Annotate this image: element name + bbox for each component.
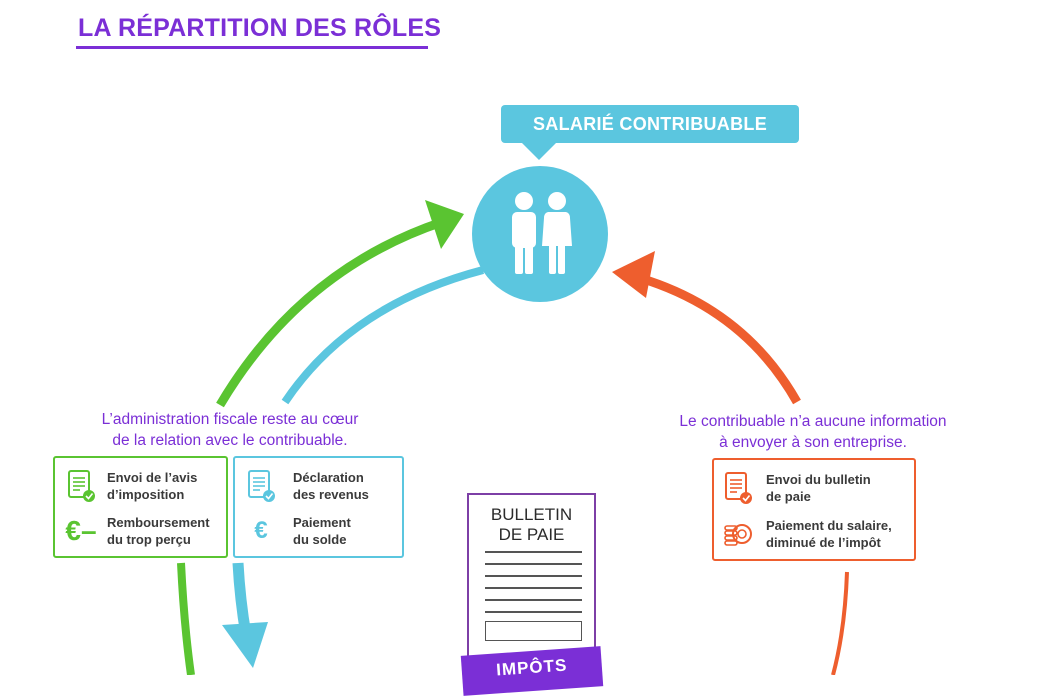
paiement-solde-item: € Paiement du solde [243,513,351,549]
paiement-salaire-item: Paiement du salaire, diminué de l’impôt [720,516,892,552]
remboursement-item: €– Remboursement du trop perçu [63,513,210,549]
page-title: LA RÉPARTITION DES RÔLES [78,14,442,42]
remboursement-line2: du trop perçu [107,532,191,547]
coins-icon [720,516,756,552]
salarie-circle [472,166,608,302]
title-underline [76,46,428,49]
impots-stamp: IMPÔTS [460,646,604,696]
bulletin-line [485,563,582,565]
entreprise-box: Envoi du bulletin de paie Paiement du sa… [712,458,916,561]
avis-imposition-line2: d’imposition [107,487,185,502]
entreprise-note: Le contribuable n’a aucune information à… [648,411,978,453]
document-check-icon [720,470,756,506]
paiement-solde-line2: du solde [293,532,347,547]
euro-minus-icon: €– [65,515,97,546]
salarie-tag-pointer [521,142,557,160]
document-check-icon [63,468,99,504]
bulletin-line [485,551,582,553]
bulletin-de-paie: BULLETIN DE PAIE [467,493,596,675]
bulletin-total-box [485,621,582,641]
orange-vertical [831,571,849,675]
paiement-salaire-line1: Paiement du salaire, [766,518,892,533]
administration-note-line2: de la relation avec le contribuable. [112,432,348,449]
green-arrowhead [425,200,464,249]
administration-note: L’administration fiscale reste au cœur d… [70,409,390,451]
bulletin-line [485,611,582,613]
orange-arc [638,273,801,405]
euro-icon: € [254,517,268,544]
envoi-bulletin-line2: de paie [766,489,811,504]
flow-arrows [177,200,849,675]
entreprise-note-line1: Le contribuable n’a aucune information [679,413,947,430]
green-arc [216,217,444,408]
avis-imposition-item: Envoi de l’avis d’imposition [63,468,197,504]
paiement-solde-line1: Paiement [293,515,351,530]
bulletin-line [485,587,582,589]
administration-note-line1: L’administration fiscale reste au cœur [101,411,359,428]
entreprise-note-line2: à envoyer à son entreprise. [719,434,907,451]
green-vertical [177,562,195,675]
declaration-line1: Déclaration [293,470,364,485]
orange-arrowhead [612,251,655,298]
avis-imposition-line1: Envoi de l’avis [107,470,198,485]
people-icon [512,192,572,274]
envoi-bulletin-item: Envoi du bulletin de paie [720,470,871,506]
bulletin-line [485,599,582,601]
salarie-tag: SALARIÉ CONTRIBUABLE [501,105,799,143]
remboursement-line1: Remboursement [107,515,210,530]
teal-arrowhead [222,622,268,668]
envoi-bulletin-line1: Envoi du bulletin [766,472,871,487]
paiement-salaire-line2: diminué de l’impôt [766,535,881,550]
declaration-item: Déclaration des revenus [243,468,369,504]
administration-box: Envoi de l’avis d’imposition €– Rembours… [53,456,228,558]
contribuable-box: Déclaration des revenus € Paiement du so… [233,456,404,558]
declaration-line2: des revenus [293,487,369,502]
bulletin-title: BULLETIN DE PAIE [490,505,573,544]
teal-arc [281,266,485,405]
document-check-icon [243,468,279,504]
bulletin-line [485,575,582,577]
